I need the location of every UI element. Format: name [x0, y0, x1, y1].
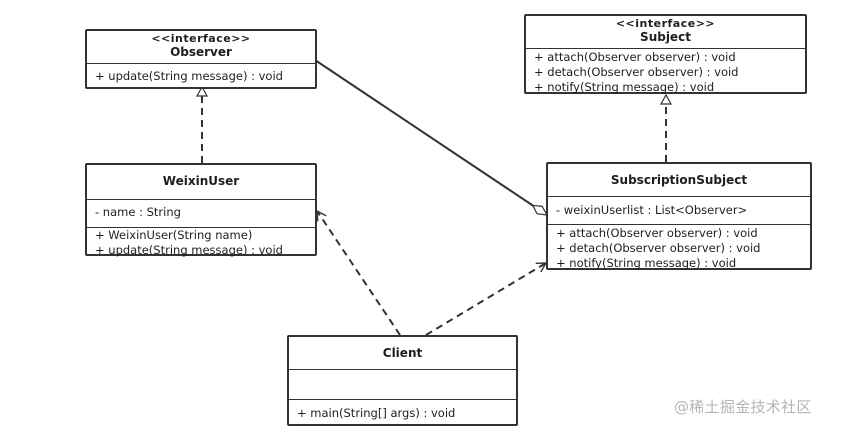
method-item: + detach(Observer observer) : void	[556, 241, 761, 255]
observer-class[interactable]: <<interface>> Observer + update(String m…	[85, 29, 317, 89]
method-item: + attach(Observer observer) : void	[534, 50, 736, 64]
dependency-client-subscriptionsubject	[425, 262, 548, 336]
observer-methods: + update(String message) : void	[87, 64, 315, 84]
method-item: + detach(Observer observer) : void	[534, 65, 739, 79]
attribute-item: - name : String	[95, 205, 181, 219]
weixinuser-header: WeixinUser	[87, 165, 315, 200]
client-name: Client	[382, 346, 423, 360]
method-item: + main(String[] args) : void	[297, 406, 456, 420]
method-item: + WeixinUser(String name)	[95, 228, 253, 242]
client-attributes	[289, 370, 516, 400]
observer-name: Observer	[170, 45, 232, 59]
subject-methods: + attach(Observer observer) : void + det…	[526, 49, 805, 95]
subject-stereotype: <<interface>>	[615, 17, 716, 30]
subscriptionsubject-methods: + attach(Observer observer) : void + det…	[548, 225, 810, 271]
subscriptionsubject-header: SubscriptionSubject	[548, 164, 810, 197]
weixinuser-attributes: - name : String	[87, 200, 315, 228]
weixinuser-class[interactable]: WeixinUser - name : String + WeixinUser(…	[85, 163, 317, 258]
weixinuser-name: WeixinUser	[162, 174, 240, 188]
method-item: + notify(String message) : void	[534, 80, 715, 94]
subscriptionsubject-class[interactable]: SubscriptionSubject - weixinUserlist : L…	[546, 162, 812, 270]
method-item: + notify(String message) : void	[556, 256, 737, 270]
subscriptionsubject-name: SubscriptionSubject	[610, 173, 748, 187]
weixinuser-methods: + WeixinUser(String name) + update(Strin…	[87, 228, 315, 258]
watermark: @稀土掘金技术社区	[674, 398, 812, 416]
aggregation-subscriptionsubject-observer	[314, 59, 547, 216]
attribute-item: - weixinUserlist : List<Observer>	[556, 203, 748, 217]
observer-header: <<interface>> Observer	[87, 31, 315, 64]
method-item: + attach(Observer observer) : void	[556, 226, 758, 240]
client-methods: + main(String[] args) : void	[289, 400, 516, 421]
subject-name: Subject	[640, 30, 691, 44]
subject-class[interactable]: <<interface>> Subject + attach(Observer …	[524, 14, 807, 94]
client-class[interactable]: Client + main(String[] args) : void	[287, 335, 518, 426]
dependency-client-weixinuser	[316, 209, 401, 336]
method-item: + update(String message) : void	[95, 69, 283, 83]
observer-stereotype: <<interface>>	[151, 32, 251, 45]
method-item: + update(String message) : void	[95, 243, 283, 257]
subject-header: <<interface>> Subject	[526, 16, 805, 49]
subscriptionsubject-attributes: - weixinUserlist : List<Observer>	[548, 197, 810, 225]
client-header: Client	[289, 337, 516, 370]
